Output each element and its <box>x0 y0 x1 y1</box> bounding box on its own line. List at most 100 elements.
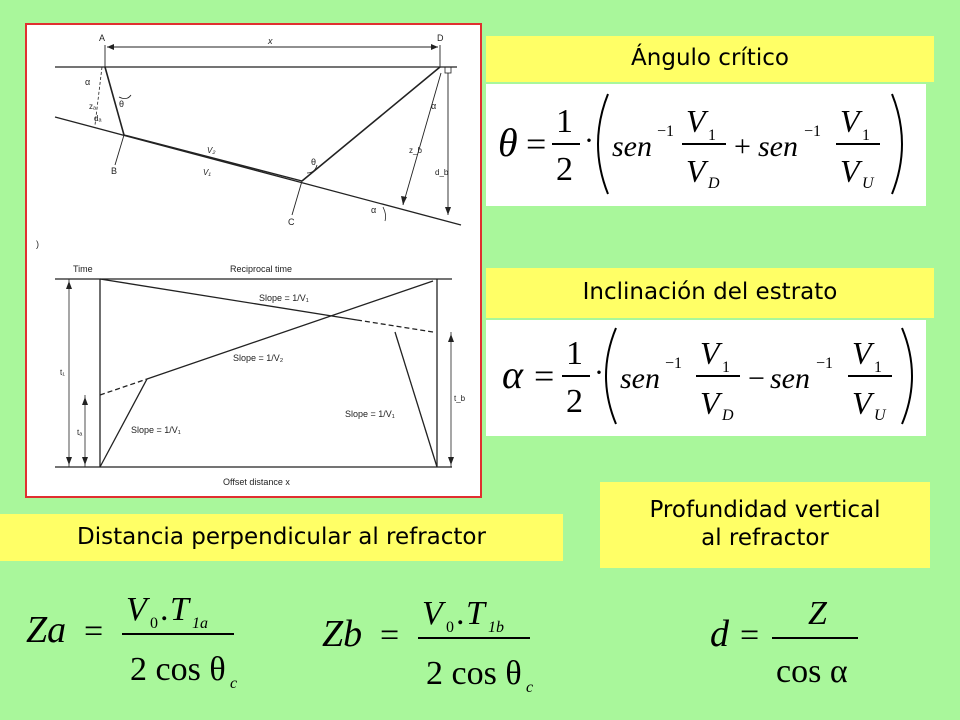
right-paren <box>891 93 903 195</box>
vertical-depth-line1: Profundidad vertical <box>649 497 881 524</box>
geometry-panel <box>54 44 462 226</box>
half-numerator: 1 <box>556 103 573 140</box>
vd-den: V <box>686 153 709 189</box>
right-paren <box>901 327 913 425</box>
label-B: B <box>111 166 117 176</box>
slope-v2-label: Slope = 1/V₂ <box>233 353 284 363</box>
zb-den: 2 cos θ <box>426 655 522 692</box>
ta-label: tₐ <box>77 428 83 437</box>
inv-1: −1 <box>665 355 682 372</box>
inv-2: −1 <box>816 355 833 372</box>
label-x: x <box>267 36 273 46</box>
d-lhs: d <box>710 613 730 655</box>
critical-angle-title: Ángulo crítico <box>486 36 934 82</box>
v1-num-1: V <box>700 335 723 371</box>
perpendicular-distance-title: Distancia perpendicular al refractor <box>0 514 563 561</box>
minus-sign: − <box>748 362 765 395</box>
t1-label: t₁ <box>60 368 65 377</box>
panel-tag: ) <box>36 239 39 249</box>
zb-num-t: T <box>466 595 487 632</box>
inv-2: −1 <box>804 123 821 140</box>
dip-formula: α = 1 2 · sen −1 V 1 V D − sen −1 V 1 V … <box>502 327 913 425</box>
sen-2: sen <box>758 130 798 163</box>
zb-den-sub: c <box>526 679 533 696</box>
left-paren <box>597 93 609 195</box>
vu-den: V <box>852 385 875 421</box>
dot-operator: · <box>584 124 594 157</box>
right-v1-line <box>394 331 438 468</box>
zb-num-sub0: 0 <box>446 619 454 636</box>
zb-line <box>402 72 442 206</box>
offset-distance-label: Offset distance x <box>223 477 290 487</box>
time-label: Time <box>73 264 93 274</box>
zb-equals: = <box>380 617 399 654</box>
za-den-sub: c <box>230 675 237 692</box>
critical-angle-formula-box: θ = 1 2 · sen −1 V 1 V D + sen −1 V 1 V … <box>486 84 926 206</box>
d-num: Z <box>808 595 828 632</box>
sen-2: sen <box>770 362 810 395</box>
zb-formula: Zb = V 0 . T 1b 2 cos θ c <box>322 595 533 696</box>
traveltime-panel <box>55 278 454 468</box>
label-db: d_b <box>435 168 449 177</box>
dot-operator: · <box>594 356 604 389</box>
v1-num-2: V <box>852 335 875 371</box>
sen-1: sen <box>620 362 660 395</box>
up-ray <box>301 66 441 182</box>
za-num-sub: 1a <box>192 615 208 632</box>
za-equals: = <box>84 613 103 650</box>
za-num-v: V <box>126 591 151 628</box>
vu-den: V <box>840 153 863 189</box>
v1-sub-2: 1 <box>874 359 882 376</box>
v1-sub-1: 1 <box>708 127 716 144</box>
left-paren <box>605 327 617 425</box>
vertical-depth-title: Profundidad vertical al refractor <box>600 482 930 568</box>
zb-lhs: Zb <box>322 613 362 655</box>
sen-1: sen <box>612 130 652 163</box>
plus-sign: + <box>734 130 751 163</box>
vd-den: V <box>700 385 723 421</box>
d-formula: d = Z cos α <box>710 595 858 690</box>
alpha-symbol: α <box>502 352 524 397</box>
dip-title: Inclinación del estrato <box>486 268 934 318</box>
label-alpha-a: α <box>85 77 90 87</box>
reciprocal-time-label: Reciprocal time <box>230 264 292 274</box>
label-V1: V₁ <box>203 168 211 177</box>
label-alpha-c: α <box>371 205 376 215</box>
vu-sub: U <box>874 407 887 424</box>
down-ray <box>104 66 125 136</box>
za-num-t: T <box>170 591 191 628</box>
zb-num-sub: 1b <box>488 619 504 636</box>
inv-1: −1 <box>657 123 674 140</box>
label-D: D <box>437 33 444 43</box>
slope-v1-right-label: Slope = 1/V₁ <box>345 409 395 419</box>
label-za: zₐ <box>89 102 97 111</box>
za-lhs: Za <box>26 609 66 651</box>
vd-sub: D <box>721 407 734 424</box>
half-numerator: 1 <box>566 335 583 372</box>
equals-sign: = <box>534 356 554 396</box>
d-equals: = <box>740 617 759 654</box>
label-C: C <box>288 217 295 227</box>
za-formula: Za = V 0 . T 1a 2 cos θ c <box>26 591 237 692</box>
vu-sub: U <box>862 175 875 192</box>
dip-formula-box: α = 1 2 · sen −1 V 1 V D − sen −1 V 1 V … <box>486 320 926 436</box>
zb-num-dot: . <box>456 595 465 632</box>
half-denominator: 2 <box>566 383 583 420</box>
label-zb: z_b <box>409 146 422 155</box>
equals-sign: = <box>526 124 546 164</box>
v1-sub-1: 1 <box>722 359 730 376</box>
za-num-sub0: 0 <box>150 615 158 632</box>
vd-sub: D <box>707 175 720 192</box>
label-A: A <box>99 33 105 43</box>
label-theta-a: θ <box>119 99 124 109</box>
v2-line <box>146 280 434 380</box>
za-den: 2 cos θ <box>130 651 226 688</box>
label-theta-c: θ <box>311 157 316 167</box>
refraction-figure: A D x B C α θ zₐ dₐ V₂ V₁ θ α z_b d_b α … <box>25 23 482 498</box>
left-v1-line <box>99 378 148 468</box>
refraction-diagram-svg: A D x B C α θ zₐ dₐ V₂ V₁ θ α z_b d_b α … <box>36 33 466 487</box>
theta-symbol: θ <box>498 120 518 165</box>
slope-v1-left-label: Slope = 1/V₁ <box>131 425 181 435</box>
refractor-line <box>54 116 462 226</box>
half-denominator: 2 <box>556 151 573 188</box>
